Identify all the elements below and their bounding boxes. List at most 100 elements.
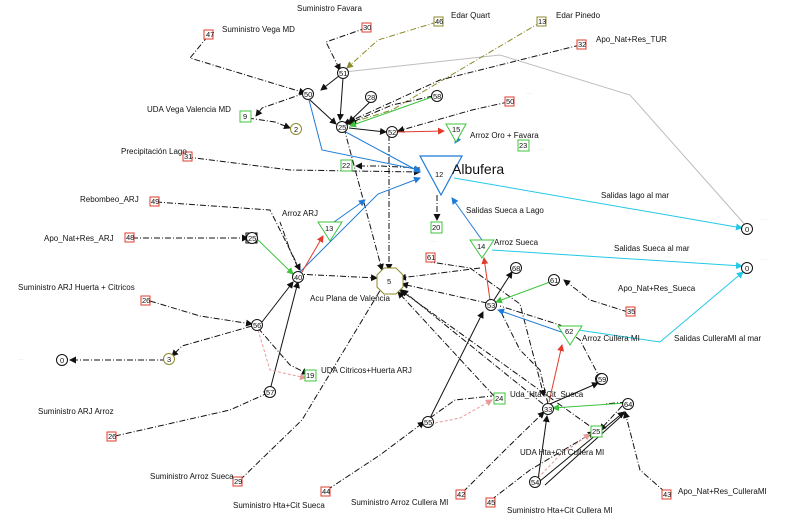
edge	[401, 281, 488, 304]
svg-text:0: 0	[745, 264, 749, 273]
edge	[451, 197, 483, 241]
edge	[326, 421, 425, 491]
svg-text:64: 64	[624, 400, 632, 409]
node-44[interactable]: 44	[320, 486, 331, 497]
edge	[343, 44, 581, 125]
edge	[279, 221, 303, 278]
edge	[247, 117, 291, 130]
node-29[interactable]: 29	[232, 476, 243, 487]
node-24[interactable]: 24	[493, 392, 506, 405]
node-3[interactable]: 3	[163, 353, 175, 365]
node-31[interactable]: 31	[182, 151, 193, 162]
node-48[interactable]: 48	[124, 232, 135, 243]
node-19[interactable]: 19	[304, 369, 317, 382]
node-15[interactable]: 15	[445, 123, 467, 144]
node-30[interactable]: 30	[361, 22, 372, 33]
node-64[interactable]: 64	[622, 398, 634, 410]
svg-text:32: 32	[578, 40, 586, 49]
node-23[interactable]: 23	[517, 139, 530, 152]
node-26[interactable]: 26	[140, 295, 151, 306]
node-45[interactable]: 45	[485, 497, 496, 508]
node-0-lake[interactable]: 0	[741, 223, 753, 235]
node-56[interactable]: 56	[251, 319, 263, 331]
label-precipitacion: Precipitación Lago	[121, 147, 187, 156]
node-57[interactable]: 57	[264, 386, 276, 398]
node-2[interactable]: 2	[290, 123, 302, 135]
node-50-source[interactable]: 50	[504, 96, 515, 107]
node-26b[interactable]: 26	[106, 431, 117, 442]
node-13-source[interactable]: 13	[536, 16, 547, 27]
label-albufera: Albufera	[452, 161, 504, 177]
edge	[539, 411, 625, 482]
node-47[interactable]: 47	[203, 29, 214, 40]
node-33[interactable]: 33	[542, 403, 554, 415]
node-40[interactable]: 40	[292, 271, 304, 283]
node-5-aquifer[interactable]: 5	[376, 267, 404, 295]
edge	[429, 311, 484, 419]
node-12-albufera[interactable]: 12	[418, 155, 464, 197]
edge	[186, 156, 421, 176]
svg-text:0: 0	[745, 225, 749, 234]
node-68[interactable]: 68	[510, 262, 522, 274]
node-0-sueca[interactable]: 0	[741, 262, 753, 274]
edge	[189, 35, 306, 95]
node-42[interactable]: 42	[455, 489, 466, 500]
node-25[interactable]: 25	[336, 121, 348, 133]
label-edar-quart: Edar Quart	[451, 11, 491, 20]
node-9[interactable]: 9	[239, 110, 252, 123]
edge	[493, 271, 513, 301]
node-32[interactable]: 32	[576, 39, 587, 50]
node-54[interactable]: 54	[529, 476, 541, 488]
node-61-source[interactable]: 61	[425, 252, 436, 263]
edge	[429, 399, 493, 425]
svg-text:24: 24	[495, 394, 503, 403]
edge	[239, 283, 385, 481]
node-58[interactable]: 58	[431, 90, 443, 102]
node-53[interactable]: 53	[485, 299, 497, 311]
svg-text:50: 50	[304, 90, 312, 99]
node-61[interactable]: 61	[548, 274, 560, 286]
label-suministro-arroz-sueca: Suministro Arroz Sueca	[150, 472, 234, 481]
node-14[interactable]: 14	[469, 239, 495, 259]
node-60[interactable]: 25	[246, 232, 258, 244]
node-51[interactable]: 51	[337, 67, 349, 79]
edge	[307, 95, 421, 173]
edge	[309, 99, 337, 125]
node-28[interactable]: 28	[365, 91, 377, 103]
tiny-annotation: ........	[18, 357, 25, 361]
node-46[interactable]: 46	[433, 16, 444, 27]
node-55[interactable]: 55	[422, 416, 434, 428]
node-0-arj[interactable]: 0	[56, 354, 68, 366]
svg-text:43: 43	[663, 490, 671, 499]
svg-text:23: 23	[519, 141, 527, 150]
node-59[interactable]: 59	[596, 373, 608, 385]
edge	[299, 176, 421, 273]
node-25-square[interactable]: 25	[590, 425, 603, 438]
edge	[429, 395, 493, 419]
edge	[257, 329, 307, 381]
node-49[interactable]: 49	[149, 196, 160, 207]
svg-text:26: 26	[142, 296, 150, 305]
edge	[348, 127, 387, 135]
node-62[interactable]: 62	[557, 325, 583, 346]
label-suministro-vega: Suministro Vega MD	[222, 25, 295, 34]
node-13[interactable]: 13	[317, 221, 343, 242]
edge	[537, 415, 550, 481]
edge	[549, 382, 599, 405]
label-apo-tur: Apo_Nat+Res_TUR	[596, 35, 667, 44]
svg-text:9: 9	[243, 112, 247, 121]
edge	[453, 177, 743, 231]
edge	[261, 281, 294, 323]
node-35[interactable]: 35	[625, 306, 636, 317]
edge	[563, 279, 629, 313]
node-50[interactable]: 50	[302, 88, 314, 100]
edge	[499, 305, 602, 381]
node-20[interactable]: 20	[430, 221, 443, 234]
edge	[399, 289, 599, 433]
node-43[interactable]: 43	[661, 489, 672, 500]
edge	[114, 391, 271, 437]
node-22[interactable]: 22	[340, 159, 353, 172]
edge	[269, 281, 300, 391]
svg-text:35: 35	[627, 307, 635, 316]
node-52[interactable]: 52	[386, 126, 398, 138]
